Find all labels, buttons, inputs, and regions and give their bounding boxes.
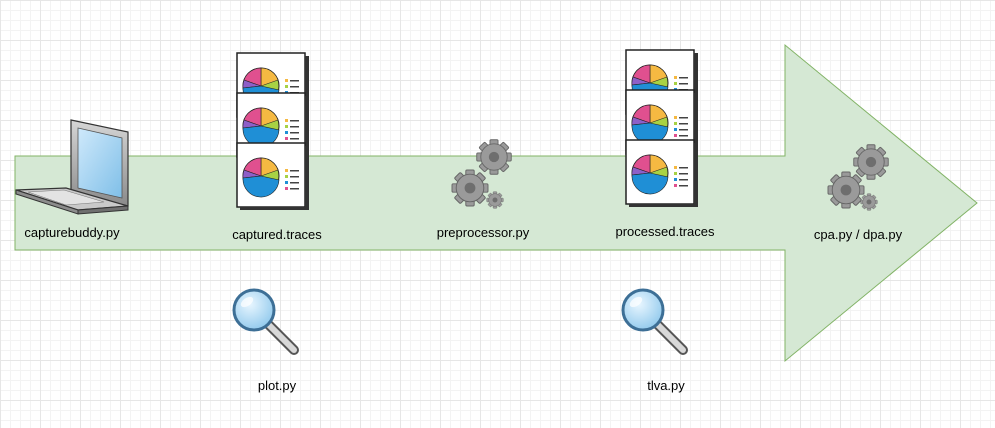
laptop-icon (15, 119, 129, 215)
captured-traces-label: captured.traces (232, 227, 322, 242)
plot-label: plot.py (258, 378, 297, 393)
preprocessor-label: preprocessor.py (437, 225, 530, 240)
magnifier-icon (234, 290, 294, 350)
report-stack-icon (236, 52, 310, 211)
processed-traces-label: processed.traces (616, 224, 715, 239)
report-stack-icon (625, 49, 699, 208)
tlva-label: tlva.py (647, 378, 685, 393)
capturebuddy-label: capturebuddy.py (24, 225, 120, 240)
cpa-dpa-label: cpa.py / dpa.py (814, 227, 903, 242)
magnifier-icon (623, 290, 683, 350)
